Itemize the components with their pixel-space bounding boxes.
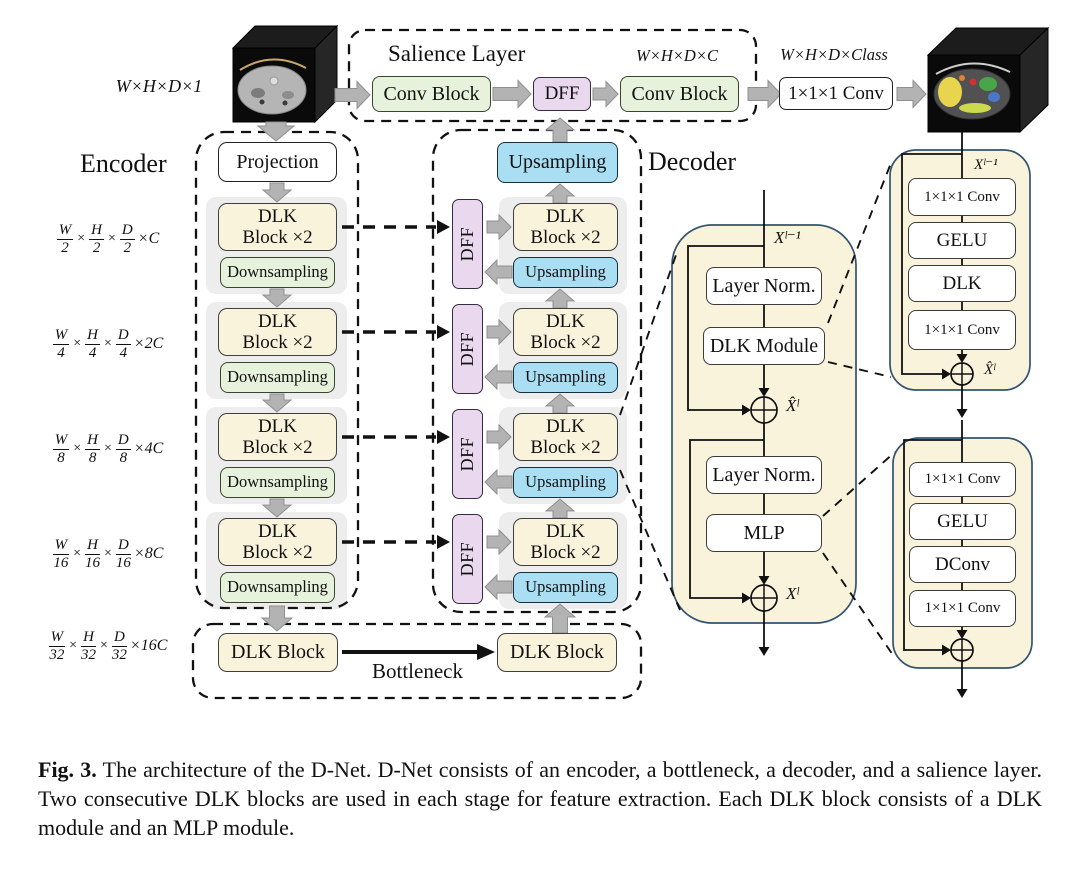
dlk-module-detail-input-label: Xˡ⁻¹ <box>974 157 998 173</box>
dlk-block-detail-mlp: MLP <box>706 514 822 552</box>
decoder-stage-3-upsampling: Upsampling <box>513 467 618 498</box>
input-dim-label: W×H×D×1 <box>115 76 203 96</box>
mlp-detail-dconv: DConv <box>909 546 1016 583</box>
dlk-module-detail-output-label: X̂ˡ <box>984 362 996 378</box>
output-dim-label: W×H×D×Class <box>780 45 888 64</box>
decoder-stage-3-dff: DFF <box>452 409 483 499</box>
encoder-stage-2-downsampling: Downsampling <box>220 362 335 393</box>
encoder-stage-1-downsampling: Downsampling <box>220 257 335 288</box>
salience-conv-block-1: Conv Block <box>372 76 491 112</box>
decoder-title: Decoder <box>648 147 737 176</box>
bottleneck-dlk-block-1: DLK Block <box>218 633 338 672</box>
encoder-stage-4-downsampling: Downsampling <box>220 572 335 603</box>
output-volume <box>926 26 1050 134</box>
encoder-title: Encoder <box>80 149 167 178</box>
decoder-top-upsampling: Upsampling <box>497 142 618 183</box>
encoder-projection: Projection <box>218 142 337 182</box>
dlk-module-detail-dlk: DLK <box>908 265 1016 302</box>
dlk-module-detail-conv-2: 1×1×1 Conv <box>908 310 1016 350</box>
figure-caption-text: The architecture of the D-Net. D-Net con… <box>38 757 1042 840</box>
decoder-stage-4-dff: DFF <box>452 514 483 604</box>
encoder-stage-3-downsampling: Downsampling <box>220 467 335 498</box>
bottleneck-title: Bottleneck <box>372 659 463 683</box>
dlk-block-detail-layer-norm-1: Layer Norm. <box>706 267 822 305</box>
salience-dff: DFF <box>533 77 591 111</box>
salience-dim-label: W×H×D×C <box>636 46 718 65</box>
dlk-block-detail-output-label: Xˡ <box>786 584 799 603</box>
salience-conv-block-2: Conv Block <box>620 76 739 112</box>
dlk-module-detail-gelu: GELU <box>908 222 1016 259</box>
salience-layer-title: Salience Layer <box>388 41 526 66</box>
figure-caption-tag: Fig. 3. <box>38 757 97 782</box>
mlp-detail-conv-1: 1×1×1 Conv <box>909 462 1016 497</box>
dlk-block-detail-input-label: Xˡ⁻¹ <box>774 228 801 247</box>
decoder-stage-4-upsampling: Upsampling <box>513 572 618 603</box>
figure-caption: Fig. 3. The architecture of the D-Net. D… <box>38 755 1042 842</box>
dlk-block-detail-mid-label: X̂ˡ <box>786 396 799 415</box>
input-volume <box>231 24 339 124</box>
dlk-module-detail-conv-1: 1×1×1 Conv <box>908 178 1016 216</box>
mlp-detail-conv-2: 1×1×1 Conv <box>909 590 1016 627</box>
decoder-stage-2-dff: DFF <box>452 304 483 394</box>
final-conv-box: 1×1×1 Conv <box>779 77 893 110</box>
bottleneck-dlk-block-2: DLK Block <box>497 633 617 672</box>
mlp-detail-gelu: GELU <box>909 503 1016 540</box>
decoder-stage-1-dff: DFF <box>452 199 483 289</box>
dlk-block-detail-dlk-module: DLK Module <box>703 327 825 365</box>
decoder-stage-1-upsampling: Upsampling <box>513 257 618 288</box>
decoder-stage-2-upsampling: Upsampling <box>513 362 618 393</box>
dlk-block-detail-layer-norm-2: Layer Norm. <box>706 456 822 494</box>
